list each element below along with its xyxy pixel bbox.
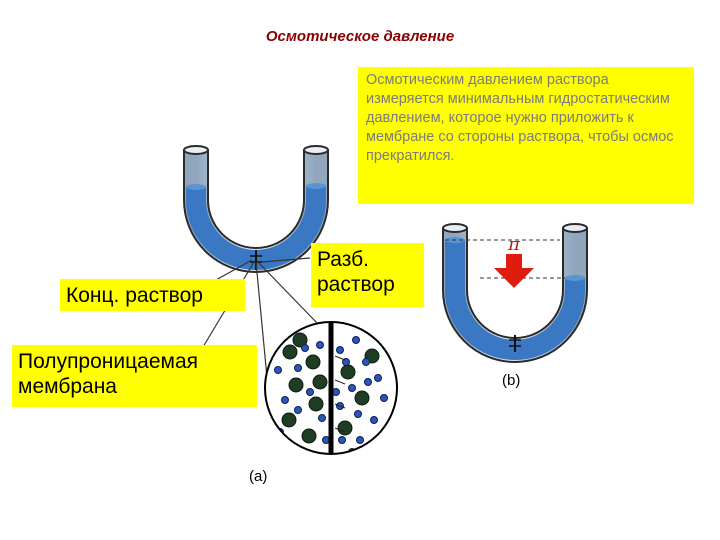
solute-particle: [281, 412, 297, 428]
membrane-magnified-view: [264, 321, 398, 455]
solvent-particle: [318, 414, 326, 422]
solvent-particle: [281, 396, 289, 404]
flow-arrow: [334, 427, 346, 433]
solvent-particle: [364, 378, 372, 386]
concentrated-solution-label: Конц. раствор: [60, 279, 245, 311]
flow-arrow: [334, 379, 346, 385]
solvent-particle: [370, 416, 378, 424]
solvent-particle: [336, 346, 344, 354]
u-tube-a: [183, 145, 329, 273]
flow-arrow: [334, 403, 346, 409]
u-tube-b: [442, 223, 588, 363]
dilute-solution-label: Разб. раствор: [311, 243, 424, 307]
solvent-particle: [342, 358, 350, 366]
definition-box: Осмотическим давлением раствора измеряет…: [358, 67, 694, 204]
solvent-particle: [301, 344, 309, 352]
solvent-particle: [374, 374, 382, 382]
solute-particle: [308, 396, 324, 412]
solvent-particle: [380, 394, 388, 402]
solvent-particle: [294, 364, 302, 372]
page-title: Осмотическое давление: [265, 28, 455, 45]
flow-arrow: [334, 355, 346, 361]
solute-particle: [312, 374, 328, 390]
solute-particle: [288, 377, 304, 393]
solute-particle: [337, 420, 353, 436]
solvent-particle: [322, 436, 330, 444]
solute-particle: [292, 332, 308, 348]
solute-particle: [305, 354, 321, 370]
caption-b: (b): [502, 372, 521, 389]
solvent-particle: [354, 410, 362, 418]
solute-particle: [282, 344, 298, 360]
solvent-particle: [356, 436, 364, 444]
solute-particle: [354, 390, 370, 406]
solvent-particle: [352, 336, 360, 344]
solvent-particle: [316, 341, 324, 349]
pi-symbol: π: [507, 234, 521, 255]
solvent-particle: [294, 406, 302, 414]
solvent-particle: [338, 436, 346, 444]
solute-particle: [301, 428, 317, 444]
solvent-particle: [274, 366, 282, 374]
caption-a: (a): [249, 468, 268, 485]
semipermeable-membrane-label: Полупроницаемая мембрана: [12, 345, 257, 407]
solvent-particle: [306, 388, 314, 396]
pressure-arrow: [494, 254, 534, 288]
solvent-particle: [362, 358, 370, 366]
solvent-particle: [332, 388, 340, 396]
solvent-particle: [348, 384, 356, 392]
solute-particle: [340, 364, 356, 380]
